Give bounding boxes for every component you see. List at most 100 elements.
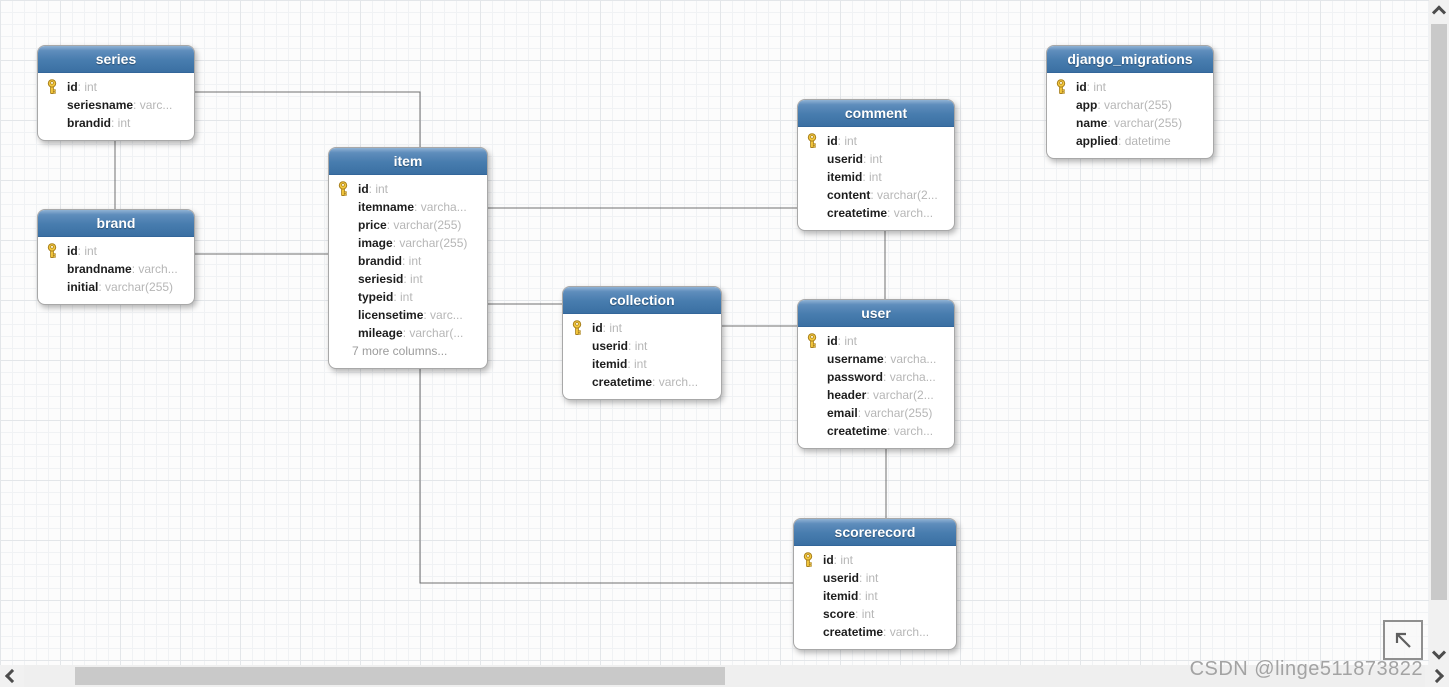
arrow-up-left-icon [1395, 632, 1411, 648]
primary-key-cell [1054, 79, 1076, 95]
column-name: email [827, 406, 858, 420]
column-name: image [358, 236, 393, 250]
column-row: initialvarchar(255) [45, 278, 189, 296]
entity-columns: idintitemnamevarcha...pricevarchar(255)i… [329, 175, 487, 368]
entity-brand[interactable]: brandidintbrandnamevarch...initialvarcha… [37, 209, 195, 305]
entity-user[interactable]: user idint usernamevarcha...password varcha… [797, 299, 955, 449]
column-name: id [827, 334, 838, 348]
column-name: createtime [823, 625, 884, 639]
column-type: varcha... [884, 350, 936, 368]
column-row: mileagevarchar(... [336, 324, 482, 342]
column-row: createtimevarch... [801, 623, 951, 641]
entity-scorerecord[interactable]: scorerecordidintuseridintitemidintscorei… [793, 518, 957, 650]
primary-key-cell [805, 333, 827, 349]
column-row: createtimevarch... [805, 422, 949, 440]
column-name: password [827, 370, 884, 384]
entity-title[interactable]: comment [798, 100, 954, 127]
column-type: varchar(2... [866, 386, 934, 404]
column-row: seriesnamevarc... [45, 96, 189, 114]
column-name: userid [592, 339, 629, 353]
column-row: idint [45, 242, 189, 260]
column-row: scoreint [801, 605, 951, 623]
column-name: id [1076, 80, 1087, 94]
column-type: int [862, 168, 882, 186]
column-name: username [827, 352, 884, 366]
chevron-left-icon [4, 668, 20, 684]
primary-key-icon [1056, 79, 1066, 94]
entity-collection[interactable]: collectionidintuseridintitemidintcreatet… [562, 286, 722, 400]
entity-title[interactable]: scorerecord [794, 519, 956, 546]
column-type: varch... [652, 373, 698, 391]
more-columns-label[interactable]: 7 more columns... [352, 344, 448, 358]
column-row: createtimevarch... [570, 373, 716, 391]
column-name: createtime [827, 424, 888, 438]
entity-title[interactable]: collection [563, 287, 721, 314]
column-name: id [592, 321, 603, 335]
horizontal-scrollbar-thumb[interactable] [75, 667, 725, 685]
column-name: score [823, 607, 856, 621]
scroll-left-button[interactable] [0, 665, 24, 687]
column-name: itemname [358, 200, 415, 214]
column-row: appvarchar(255) [1054, 96, 1208, 114]
entity-title[interactable]: django_migrations [1047, 46, 1213, 73]
relationship-line-item-scorerecord[interactable] [419, 363, 794, 584]
entity-title[interactable]: series [38, 46, 194, 73]
horizontal-scrollbar[interactable] [0, 665, 1449, 687]
entity-item[interactable]: itemidintitemnamevarcha...pricevarchar(2… [328, 147, 488, 369]
entity-columns: idintuseridintitemidintscoreintcreatetim… [794, 546, 956, 649]
column-row: itemidint [570, 355, 716, 373]
column-row: useridint [805, 150, 949, 168]
column-row: itemidint [805, 168, 949, 186]
scroll-right-button[interactable] [1425, 665, 1449, 687]
primary-key-cell [805, 133, 827, 149]
chevron-right-icon [1429, 668, 1445, 684]
primary-key-icon [807, 333, 817, 348]
column-type: int [858, 587, 878, 605]
column-type: int [403, 270, 423, 288]
entity-series[interactable]: seriesidintseriesnamevarc...brandidint [37, 45, 195, 141]
entity-title[interactable]: item [329, 148, 487, 175]
column-type: int [369, 180, 388, 198]
column-row: applieddatetime [1054, 132, 1208, 150]
column-type: int [111, 114, 131, 132]
column-row: itemnamevarcha... [336, 198, 482, 216]
entity-django_migrations[interactable]: django_migrationsidintappvarchar(255)nam… [1046, 45, 1214, 159]
column-type: varchar(2... [870, 186, 938, 204]
column-name: header [827, 388, 867, 402]
scroll-down-button[interactable] [1429, 643, 1449, 665]
pan-to-origin-button[interactable] [1383, 620, 1423, 660]
column-name: price [358, 218, 387, 232]
entity-title[interactable]: brand [38, 210, 194, 237]
column-type: int [628, 337, 648, 355]
column-type: varch... [883, 623, 929, 641]
vertical-scrollbar-thumb[interactable] [1431, 24, 1447, 600]
column-type: varchar(255) [1097, 96, 1172, 114]
column-name: id [823, 553, 834, 567]
column-name: typeid [358, 290, 394, 304]
column-type: int [627, 355, 647, 373]
scroll-up-button[interactable] [1429, 0, 1449, 22]
entity-title[interactable]: user [798, 300, 954, 327]
vertical-scrollbar[interactable] [1429, 0, 1449, 665]
column-name: licensetime [358, 308, 424, 322]
chevron-up-icon [1431, 5, 1447, 20]
column-name: initial [67, 280, 99, 294]
column-type: int [78, 242, 97, 260]
column-type: varcha... [414, 198, 467, 216]
column-row: idint [805, 332, 949, 350]
relationship-line-series-item[interactable] [193, 91, 421, 149]
primary-key-icon [338, 181, 348, 196]
column-name: id [827, 134, 838, 148]
primary-key-cell [336, 181, 358, 197]
column-type: varchar(255) [387, 216, 461, 234]
column-row: pricevarchar(255) [336, 216, 482, 234]
column-type: datetime [1118, 132, 1171, 150]
column-row: brandidint [336, 252, 482, 270]
column-name: userid [827, 152, 864, 166]
column-type: int [838, 332, 857, 350]
column-type: varchar(... [403, 324, 463, 342]
column-type: int [78, 78, 97, 96]
entity-comment[interactable]: commentidintuseridintitemidintcontentvar… [797, 99, 955, 231]
